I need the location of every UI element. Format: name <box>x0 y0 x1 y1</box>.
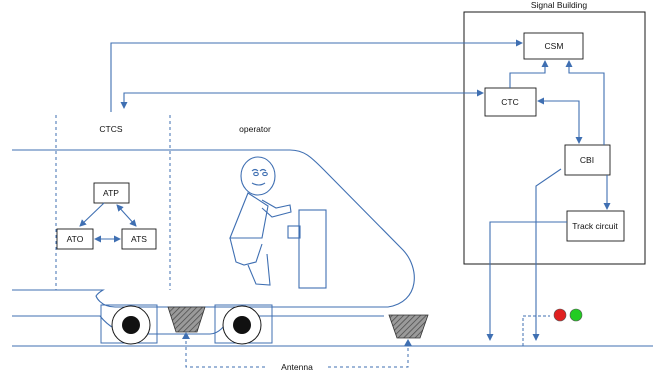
ctcs-label: CTCS <box>99 124 122 134</box>
antenna-link <box>185 335 409 368</box>
operator-figure <box>229 156 292 286</box>
track-circuit-box <box>566 210 625 242</box>
ato-label: ATO <box>67 234 84 244</box>
track-circuit-to-track-line <box>486 221 567 341</box>
ctc-cbi-link <box>537 97 583 144</box>
ctc-label: CTC <box>501 97 518 107</box>
ats-box <box>121 228 157 250</box>
ctc-to-csm-arrow <box>509 60 549 88</box>
antenna-right <box>388 314 429 339</box>
ato-box <box>56 228 94 250</box>
operator-label: operator <box>239 124 271 134</box>
atp-label: ATP <box>103 188 119 198</box>
ctcs-to-csm-link <box>110 39 523 112</box>
antenna-label-bg <box>268 361 328 373</box>
cbi-to-csm-arrow <box>565 60 605 145</box>
cbi-label: CBI <box>580 155 594 165</box>
signal-green-light <box>569 308 583 322</box>
atp-to-ato-arrow <box>79 202 105 227</box>
control-desk <box>287 209 327 289</box>
signal-building-label: Signal Building <box>531 0 588 10</box>
ats-label: ATS <box>131 234 147 244</box>
antenna-link-arrow-left <box>182 332 190 339</box>
atp-box <box>93 182 130 204</box>
atp-ats-link <box>116 204 137 227</box>
ctcs-ctc-link <box>120 89 484 109</box>
signal-red-light <box>553 308 567 322</box>
rear-wheel <box>214 304 273 345</box>
ctc-box <box>484 87 537 117</box>
csm-label: CSM <box>545 41 564 51</box>
antenna-left <box>167 306 206 333</box>
cbi-to-track-line <box>532 168 562 341</box>
track-circuit-label: Track circuit <box>572 221 618 231</box>
cbi-box <box>564 144 611 176</box>
front-wheel <box>100 304 158 345</box>
antenna-link-arrow-right <box>404 339 412 346</box>
signal-post <box>522 315 550 346</box>
signal-building-frame <box>463 11 646 265</box>
csm-box <box>523 32 584 60</box>
antenna-label: Antenna <box>281 362 313 372</box>
